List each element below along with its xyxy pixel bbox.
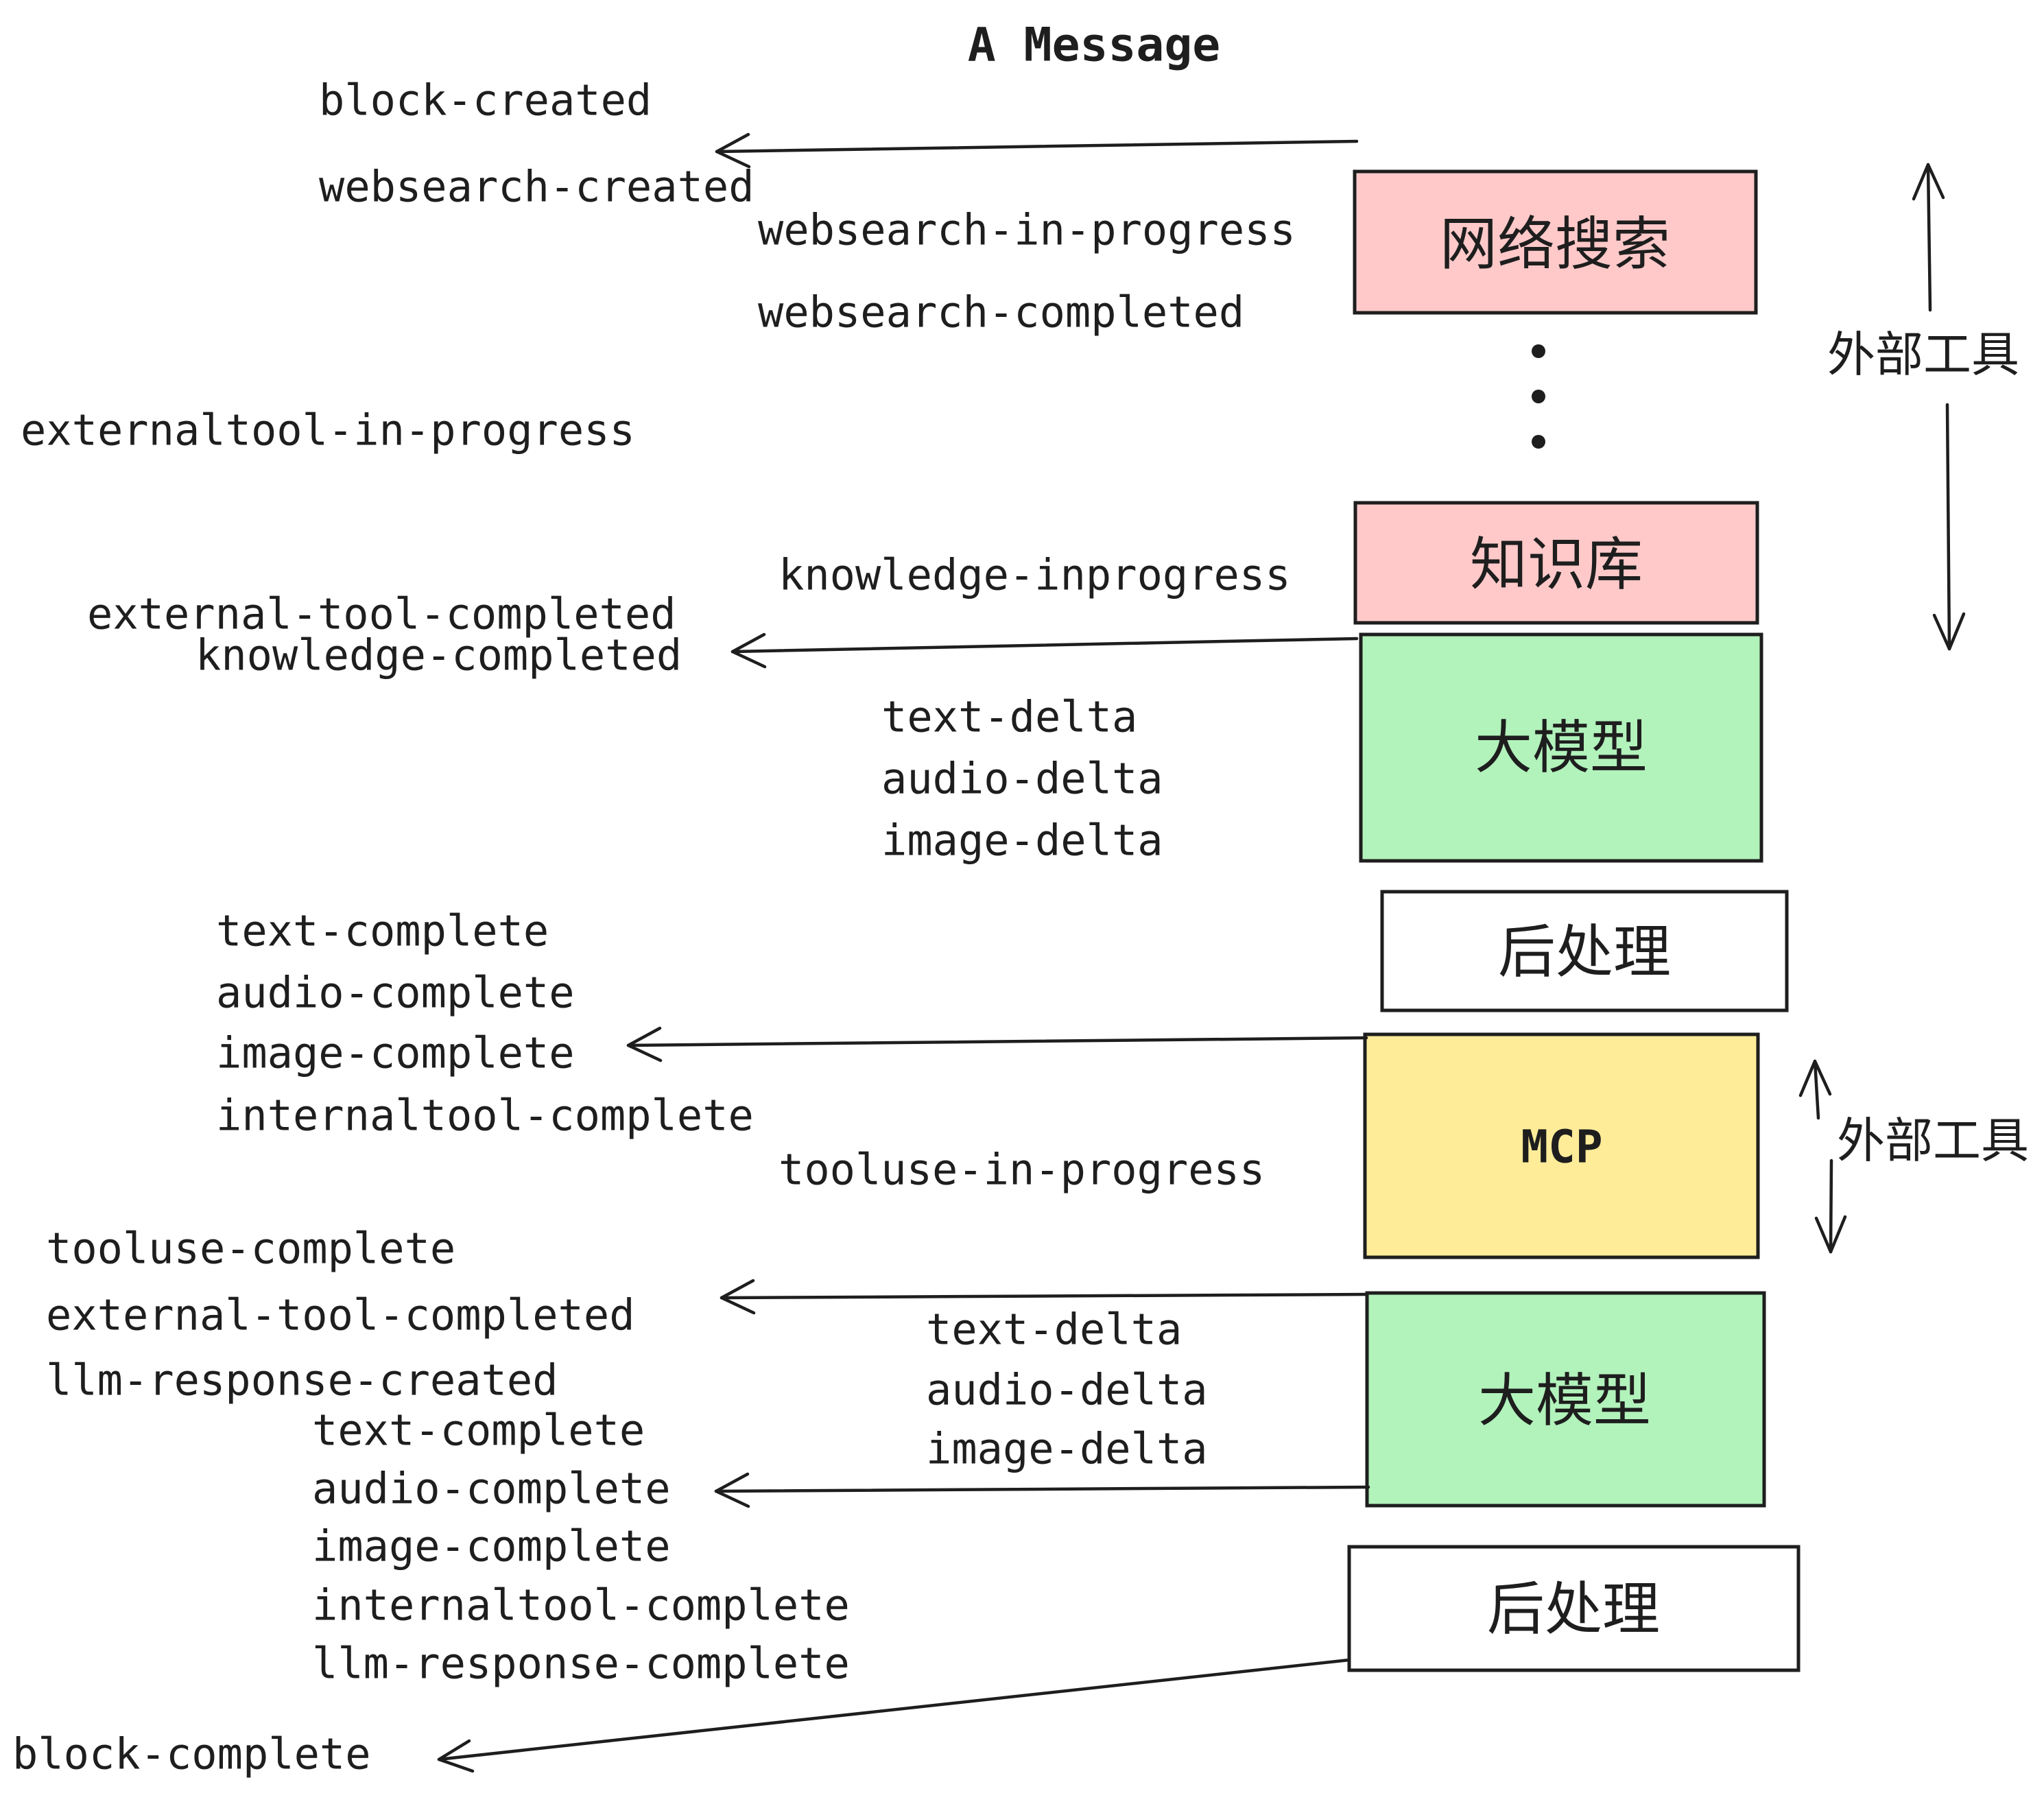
vertical-ellipsis-icon [1532, 344, 1545, 449]
event-block-complete: block-complete [12, 1729, 371, 1779]
external-tool-arrow-up-1 [1912, 163, 1945, 312]
external-tool-label-1: 外部工具 [1827, 328, 2019, 381]
arrow-tooluse-complete [720, 1279, 1368, 1315]
event-audio-delta-2: audio-delta [926, 1365, 1208, 1415]
arrow-knowledge-completed [730, 632, 1359, 669]
event-llm-response-complete: llm-response-complete [312, 1639, 850, 1689]
event-websearch-created: websearch-created [319, 162, 754, 212]
event-image-delta-2: image-delta [926, 1424, 1208, 1474]
event-text-complete-2: text-complete [312, 1405, 645, 1456]
event-image-complete-1: image-complete [216, 1028, 575, 1078]
event-llm-response-created: llm-response-created [46, 1355, 558, 1405]
event-tooluse-in-progress: tooluse-in-progress [779, 1145, 1265, 1195]
llm-box-1 [1359, 632, 1763, 863]
event-audio-complete-1: audio-complete [216, 968, 575, 1018]
external-tool-arrow-down-2 [1814, 1159, 1847, 1254]
event-internaltool-complete-2: internaltool-complete [312, 1580, 850, 1630]
knowledge-box-label: 知识库 [1470, 532, 1643, 597]
event-tooluse-complete: tooluse-complete [46, 1224, 455, 1274]
arrow-block-created [715, 132, 1359, 169]
postprocess-box-1-label: 后处理 [1498, 920, 1671, 984]
knowledge-box [1353, 501, 1759, 625]
mcp-box [1363, 1032, 1760, 1259]
llm-box-1-label: 大模型 [1475, 715, 1648, 780]
postprocess-box-2 [1347, 1545, 1801, 1672]
event-text-complete-1: text-complete [216, 906, 549, 956]
event-text-delta-2: text-delta [926, 1305, 1182, 1355]
event-image-complete-2: image-complete [312, 1521, 671, 1571]
external-tool-label-2: 外部工具 [1837, 1114, 2029, 1167]
postprocess-box-2-label: 后处理 [1487, 1577, 1660, 1641]
websearch-box-label: 网络搜索 [1440, 212, 1670, 276]
arrow-block-complete [437, 1658, 1351, 1773]
postprocess-box-1 [1380, 890, 1789, 1012]
ellipsis-dot [1532, 390, 1545, 403]
llm-box-2-label: 大模型 [1478, 1368, 1651, 1433]
arrow-internal-complete-2 [714, 1472, 1370, 1508]
diagram-title: A Message [968, 19, 1220, 73]
event-audio-delta-1: audio-delta [881, 754, 1163, 804]
event-knowledge-completed: knowledge-completed [195, 630, 682, 680]
event-internaltool-complete-1: internaltool-complete [216, 1091, 754, 1141]
event-text-delta-1: text-delta [881, 692, 1137, 742]
arrow-internal-complete-1 [626, 1026, 1368, 1063]
event-externaltool-in-progress: externaltool-in-progress [21, 405, 635, 455]
event-audio-complete-2: audio-complete [312, 1464, 671, 1514]
event-external-tool-completed-2: external-tool-completed [46, 1290, 635, 1340]
external-tool-arrow-up-2 [1798, 1059, 1832, 1120]
ellipsis-dot [1532, 435, 1545, 449]
event-websearch-in-progress: websearch-in-progress [758, 205, 1296, 255]
event-knowledge-inprogress: knowledge-inprogress [779, 550, 1291, 600]
websearch-box [1353, 169, 1758, 315]
event-external-tool-completed-1: external-tool-completed [87, 589, 676, 639]
event-image-delta-1: image-delta [881, 816, 1163, 866]
llm-box-2 [1365, 1291, 1766, 1508]
ellipsis-dot [1532, 344, 1545, 358]
event-block-created: block-created [319, 75, 652, 126]
external-tool-arrow-down-1 [1932, 403, 1966, 651]
mcp-box-label: MCP [1521, 1121, 1602, 1174]
event-websearch-completed: websearch-completed [758, 287, 1244, 337]
